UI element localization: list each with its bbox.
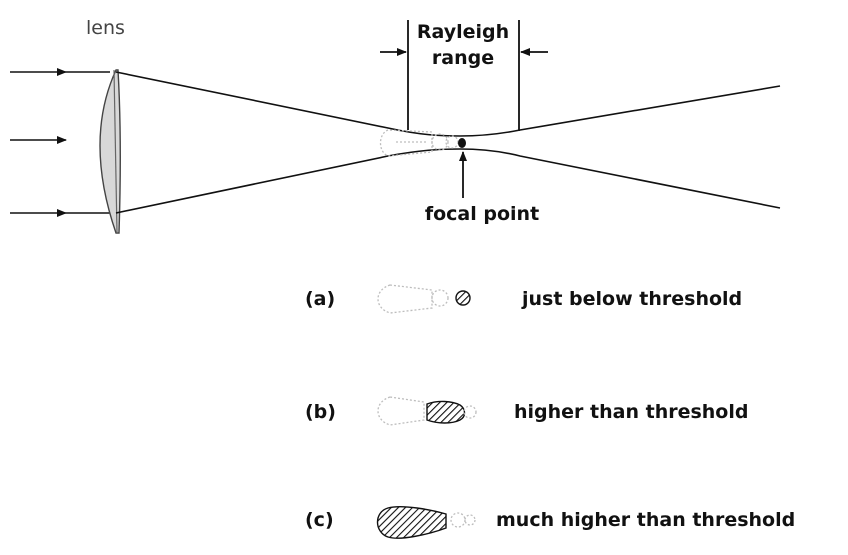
case-b: (b) higher than threshold xyxy=(305,396,748,426)
case-a-caption: just below threshold xyxy=(521,288,742,310)
case-a-tag: (a) xyxy=(305,288,335,310)
focal-point-label: focal point xyxy=(425,203,539,225)
case-c-caption: much higher than threshold xyxy=(496,509,795,531)
rayleigh-range-marker xyxy=(380,20,548,131)
case-c-plasma xyxy=(376,505,476,539)
incoming-rays xyxy=(10,68,110,217)
case-a: (a) just below threshold xyxy=(305,284,742,314)
case-a-plasma xyxy=(377,284,471,314)
lens xyxy=(99,69,121,234)
lens-label: lens xyxy=(86,17,125,39)
case-c: (c) much higher than threshold xyxy=(305,505,795,539)
beam-lower-edge xyxy=(115,148,781,214)
plasma-outline-focus xyxy=(379,129,459,157)
case-b-caption: higher than threshold xyxy=(514,401,748,423)
case-c-tag: (c) xyxy=(305,509,334,531)
rayleigh-label-line2: range xyxy=(432,47,494,69)
beam-envelope xyxy=(115,71,781,214)
case-b-plasma xyxy=(377,396,477,426)
focal-spot xyxy=(458,138,466,148)
rayleigh-label-line1: Rayleigh xyxy=(417,21,509,43)
beam-upper-edge xyxy=(115,71,781,137)
case-b-tag: (b) xyxy=(305,401,336,423)
lens-shape xyxy=(99,69,121,234)
